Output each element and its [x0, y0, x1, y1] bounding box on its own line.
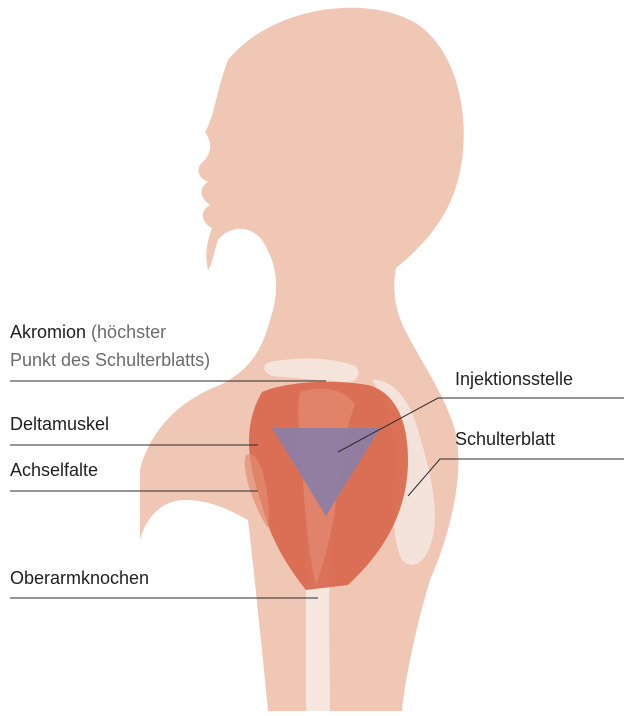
humerus-label: Oberarmknochen — [10, 566, 149, 590]
scapula-label: Schulterblatt — [455, 427, 555, 451]
injection-site-label: Injektionsstelle — [455, 367, 573, 391]
acromion-label-main: Akromion — [10, 322, 86, 342]
acromion-label-note-2: Punkt des Schulterblatts) — [10, 348, 210, 372]
armpit-fold-label: Achselfalte — [10, 458, 98, 482]
deltoid-label: Deltamuskel — [10, 412, 109, 436]
acromion-label: Akromion (höchster Punkt des Schulterbla… — [10, 320, 210, 372]
acromion-label-note-1: (höchster — [91, 322, 166, 342]
